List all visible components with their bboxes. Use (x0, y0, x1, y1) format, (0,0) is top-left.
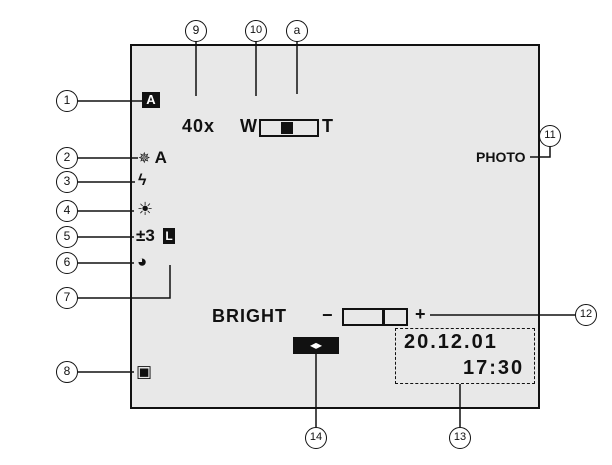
date-time-box (395, 328, 535, 384)
zoom-ratio: 40x (182, 116, 216, 136)
callout-2: 2 (56, 147, 78, 169)
callout-a: a (286, 20, 308, 42)
flash-icon: ϟ (138, 172, 147, 189)
zoom-wide-label: W (240, 116, 257, 136)
zoom-bar (259, 119, 319, 137)
program-ae-icon: ◕ (137, 252, 148, 271)
callout-10: 10 (245, 20, 267, 42)
callout-8: 8 (56, 361, 78, 383)
exposure-value: ±3 (136, 226, 155, 245)
callout-11: 11 (539, 125, 561, 147)
date-display: 20.12.01 (404, 331, 498, 353)
sunlight-icon: ☀ (137, 199, 154, 219)
zoom-tele-label: T (322, 116, 333, 136)
exposure-lock-icon: L (163, 228, 175, 244)
callout-6: 6 (56, 252, 78, 274)
white-balance-icon: ✵ (138, 150, 151, 167)
wipe-fader-icon: ◂▸ (293, 337, 339, 354)
callout-1: 1 (56, 90, 78, 112)
callout-7: 7 (56, 287, 78, 309)
auto-mode-icon: A (142, 92, 160, 108)
callout-9: 9 (185, 20, 207, 42)
callout-4: 4 (56, 200, 78, 222)
stabilizer-icon: ▣ (136, 362, 153, 381)
brightness-label: BRIGHT (212, 306, 287, 326)
callout-12: 12 (575, 304, 597, 326)
photo-indicator: PHOTO (476, 149, 526, 165)
white-balance-auto-label: A (154, 148, 167, 167)
brightness-minus: − (322, 305, 333, 325)
brightness-position-marker (382, 310, 385, 324)
callout-3: 3 (56, 171, 78, 193)
white-balance-indicator: ✵ A (138, 148, 167, 168)
callout-5: 5 (56, 226, 78, 248)
time-display: 17:30 (463, 357, 525, 379)
callout-13: 13 (449, 427, 471, 449)
callout-14: 14 (305, 427, 327, 449)
zoom-position-marker (281, 122, 293, 134)
brightness-plus: + (415, 304, 426, 324)
brightness-bar (342, 308, 408, 326)
